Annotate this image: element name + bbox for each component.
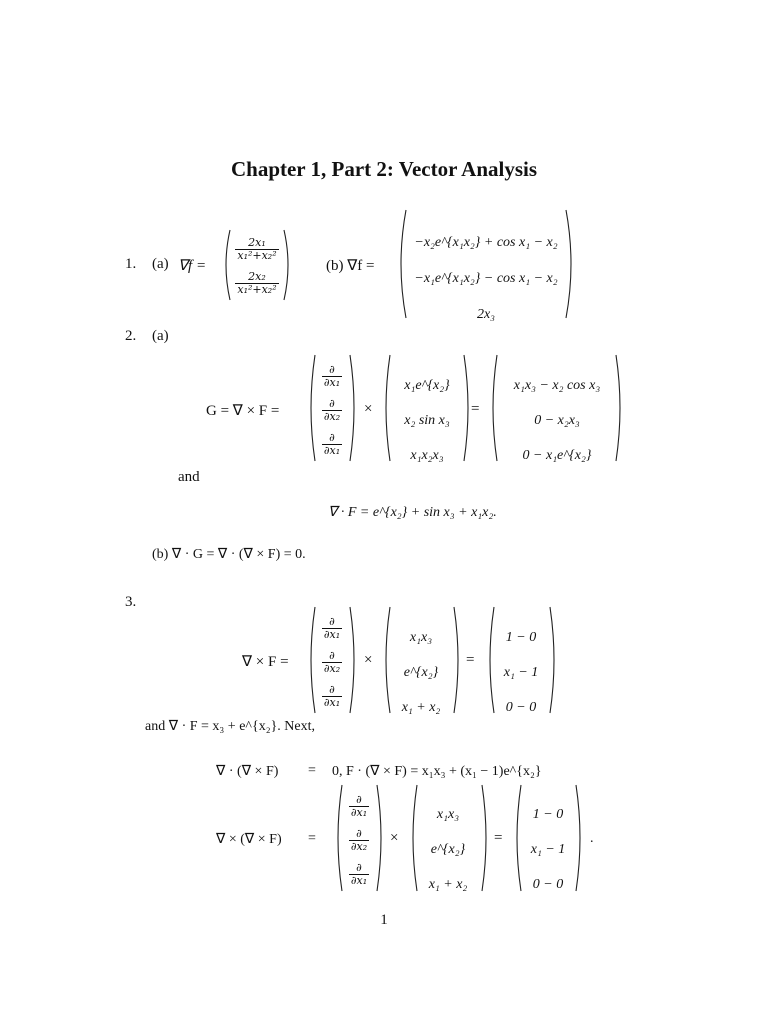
field-F-vector: x₁x₃ e^{x₂} x₁ + x₂ — [390, 620, 452, 725]
equals-symbol: = — [466, 652, 475, 668]
problem-1-number: 1. — [125, 256, 137, 272]
curl-F-vector: x₁x₃ e^{x₂} x₁ + x₂ — [417, 797, 479, 902]
problem-1b-lhs: (b) ∇f = — [326, 258, 375, 274]
partial-x1: ∂∂x₁ — [348, 793, 370, 819]
div-curl-lhs: ∇ · (∇ × F) — [216, 764, 279, 779]
right-bracket — [463, 354, 469, 462]
problem-3-number: 3. — [125, 594, 137, 610]
period: . — [590, 831, 594, 846]
vector-entry: x₁ + x₂ — [401, 700, 441, 715]
partial-x1: ∂∂x₁ — [348, 861, 370, 887]
partial-x2: ∂∂x₂ — [321, 397, 343, 423]
vector-entry: x₁e^{x₂} — [404, 378, 450, 393]
vector-entry: x₁ − 1 — [503, 665, 539, 680]
right-bracket — [283, 229, 289, 301]
eq-sign: = — [308, 831, 316, 846]
left-bracket — [489, 606, 495, 714]
problem-3-text: and ∇ · F = x₃ + e^{x₂}. Next, — [145, 719, 316, 734]
vector-entry: x₁x₃ — [409, 630, 433, 645]
divergence-equation: ∇ · F = e^{x₂} + sin x₃ + x₁x₂. — [328, 505, 497, 520]
vector-entry: −x₁e^{x₁x₂} − cos x₁ − x₂ — [414, 271, 558, 286]
vector-entry: 2x₃ — [476, 307, 496, 322]
vector-entry: 0 − x₂x₃ — [534, 413, 580, 428]
problem-2-number: 2. — [125, 328, 137, 344]
vector-entry: x₁ + x₂ — [428, 877, 468, 892]
right-bracket — [549, 606, 555, 714]
vector-entry: x₂ sin x₃ — [404, 413, 450, 428]
left-bracket — [310, 354, 316, 462]
vector-entry: x₁x₃ — [436, 807, 460, 822]
curl-lhs-3: ∇ × F = — [242, 654, 289, 670]
vector-entry: x₁x₃ − x₂ cos x₃ — [513, 378, 601, 393]
page-number: 1 — [380, 912, 388, 928]
vector-entry: x₁x₂x₃ — [410, 448, 444, 463]
left-bracket — [385, 606, 391, 714]
vector-entry: 1 − 0 — [505, 630, 537, 645]
right-bracket — [453, 606, 459, 714]
div-curl-rhs: 0, F · (∇ × F) = x₁x₃ + (x₁ − 1)e^{x₂} — [332, 764, 542, 779]
right-bracket — [349, 354, 355, 462]
vector-entry: e^{x₂} — [430, 842, 466, 857]
eq-sign: = — [308, 763, 316, 778]
curl-curl-lhs: ∇ × (∇ × F) — [216, 832, 282, 847]
del-operator-vector: ∂∂x₁ ∂∂x₂ ∂∂x₁ — [345, 794, 373, 886]
right-bracket — [376, 784, 382, 892]
vector-entry: e^{x₂} — [403, 665, 439, 680]
curl-curl-result-vector: 1 − 0 x₁ − 1 0 − 0 — [521, 797, 575, 902]
del-operator-vector: ∂∂x₁ ∂∂x₂ ∂∂x₁ — [318, 616, 346, 708]
partial-x1: ∂∂x₁ — [321, 431, 343, 457]
vector-entry: −x₂e^{x₁x₂} + cos x₁ − x₂ — [414, 235, 558, 250]
right-bracket — [481, 784, 487, 892]
left-bracket — [310, 606, 316, 714]
problem-1a-lhs: ∇f = — [178, 258, 207, 274]
cross-symbol: × — [364, 401, 373, 417]
right-bracket — [575, 784, 581, 892]
left-bracket — [492, 354, 498, 462]
left-bracket — [400, 209, 407, 319]
cross-symbol: × — [364, 652, 373, 668]
partial-x1: ∂∂x₁ — [321, 615, 343, 641]
and-text: and — [178, 469, 200, 485]
curl-result-vector: 1 − 0 x₁ − 1 0 − 0 — [494, 620, 548, 725]
partial-x1: ∂∂x₁ — [321, 363, 343, 389]
field-F-vector: x₁e^{x₂} x₂ sin x₃ x₁x₂x₃ — [392, 368, 462, 473]
right-bracket — [349, 606, 355, 714]
equals-symbol: = — [494, 830, 503, 846]
equals-symbol: = — [471, 401, 480, 417]
left-bracket — [516, 784, 522, 892]
cross-symbol: × — [390, 830, 399, 846]
vector-entry: 0 − 0 — [532, 877, 564, 892]
gradient-vector-b: −x₂e^{x₁x₂} + cos x₁ − x₂ −x₁e^{x₁x₂} − … — [406, 225, 566, 333]
problem-2a-label: (a) — [152, 328, 169, 344]
partial-x2: ∂∂x₂ — [348, 827, 370, 853]
left-bracket — [225, 229, 231, 301]
right-bracket — [565, 209, 572, 319]
vector-entry: 1 − 0 — [532, 807, 564, 822]
vector-entry: 0 − x₁e^{x₂} — [522, 448, 592, 463]
vector-entry: x₁ − 1 — [530, 842, 566, 857]
partial-x2: ∂∂x₂ — [321, 649, 343, 675]
vector-entry: 0 − 0 — [505, 700, 537, 715]
curl-result-vector: x₁x₃ − x₂ cos x₃ 0 − x₂x₃ 0 − x₁e^{x₂} — [498, 368, 616, 473]
left-bracket — [412, 784, 418, 892]
left-bracket — [337, 784, 343, 892]
problem-2b-equation: (b) ∇ · G = ∇ · (∇ × F) = 0. — [152, 547, 306, 562]
right-bracket — [615, 354, 621, 462]
page-title: Chapter 1, Part 2: Vector Analysis — [230, 157, 538, 181]
problem-1a-label: (a) — [152, 256, 169, 272]
del-operator-vector: ∂∂x₁ ∂∂x₂ ∂∂x₁ — [318, 364, 346, 456]
partial-x1: ∂∂x₁ — [321, 683, 343, 709]
curl-lhs: G = ∇ × F = — [206, 403, 280, 419]
left-bracket — [385, 354, 391, 462]
